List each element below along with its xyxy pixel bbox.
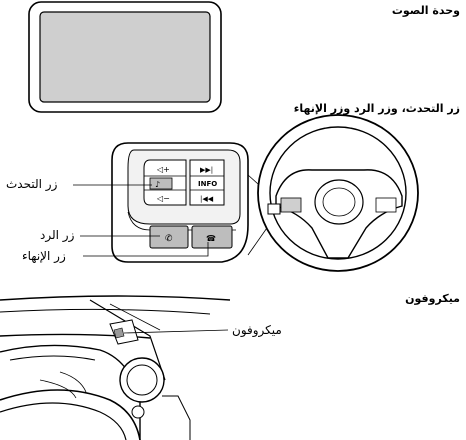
- audio-unit: [28, 1, 222, 113]
- talk-button: [149, 177, 173, 190]
- phone-answer-icon: ✆: [165, 234, 173, 244]
- volume-up-icon: ◁+: [156, 165, 170, 174]
- volume-down-icon: ◁−: [156, 194, 170, 203]
- info-text: INFO: [198, 180, 217, 188]
- microphone-label: ميكروفون: [232, 323, 282, 337]
- phone-end-icon: ☎: [206, 234, 216, 243]
- audio-unit-heading: وحدة الصوت: [391, 4, 460, 17]
- answer-button-label: زر الرد: [40, 228, 75, 242]
- cabin-interior: [0, 295, 231, 440]
- buttons-closeup: ◁+ ♪ ◁− ▶▶| INFO |◀◀ ✆ ☎: [111, 142, 249, 263]
- end-button: [191, 225, 233, 249]
- talk-button-label: زر التحدث: [6, 177, 58, 191]
- microphone-heading: ميكروفون: [405, 292, 460, 305]
- steering-wheel: [257, 114, 419, 272]
- prev-track-icon: |◀◀: [200, 195, 214, 203]
- answer-button: [149, 225, 189, 249]
- next-track-icon: ▶▶|: [200, 166, 213, 174]
- end-button-label: زر الإنهاء: [22, 249, 66, 263]
- talk-icon: ♪: [155, 180, 160, 189]
- microphone-icon: [113, 327, 125, 339]
- buttons-heading: زر التحدث، وزر الرد وزر الإنهاء: [293, 102, 460, 115]
